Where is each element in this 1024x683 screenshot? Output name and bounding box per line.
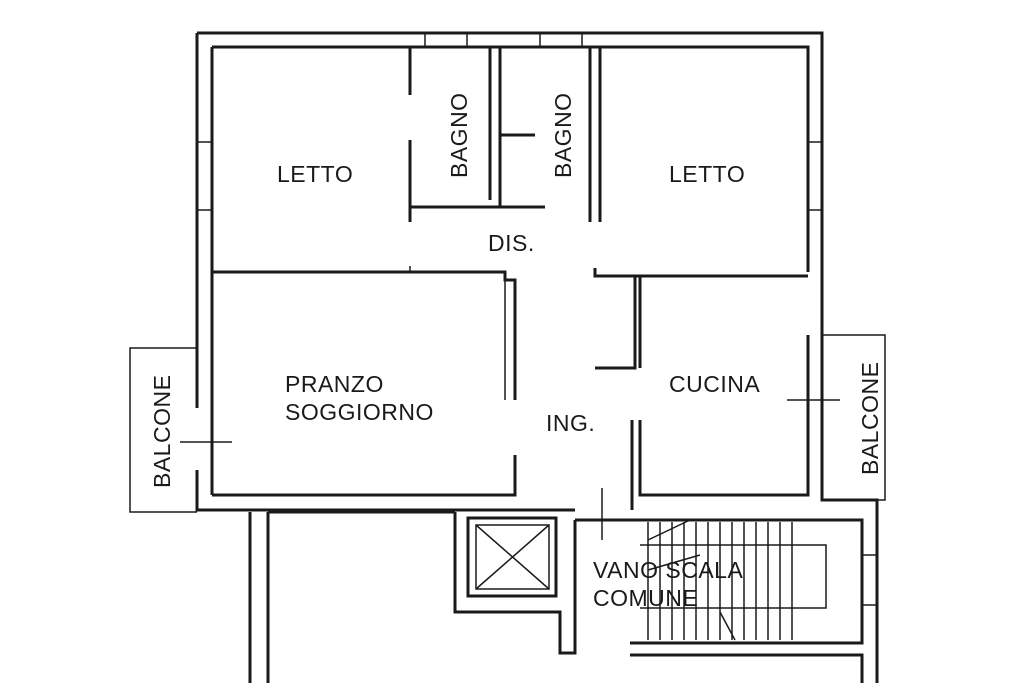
balcony-right <box>787 334 886 501</box>
outer-walls <box>195 31 879 683</box>
label-vano-scala: VANO SCALA <box>593 557 743 583</box>
label-cucina: CUCINA <box>669 371 760 397</box>
label-bagno-right: BAGNO <box>550 92 576 178</box>
stair-steps <box>640 519 827 641</box>
label-letto-right: LETTO <box>669 161 745 187</box>
label-pranzo: PRANZO <box>285 371 384 397</box>
label-soggiorno: SOGGIORNO <box>285 399 434 425</box>
lower-structure <box>248 510 864 683</box>
balcony-left <box>129 347 232 513</box>
label-dis: DIS. <box>488 230 535 256</box>
label-bagno-left: BAGNO <box>446 92 472 178</box>
room-labels: LETTO BAGNO BAGNO LETTO DIS. PRANZO SOGG… <box>149 92 883 611</box>
label-ing: ING. <box>546 410 595 436</box>
label-comune: COMUNE <box>593 585 698 611</box>
label-balcone-left: BALCONE <box>149 375 175 488</box>
interior-walls <box>212 47 808 510</box>
label-balcone-right: BALCONE <box>857 362 883 475</box>
label-letto-left: LETTO <box>277 161 353 187</box>
elevator-shaft <box>466 516 558 598</box>
